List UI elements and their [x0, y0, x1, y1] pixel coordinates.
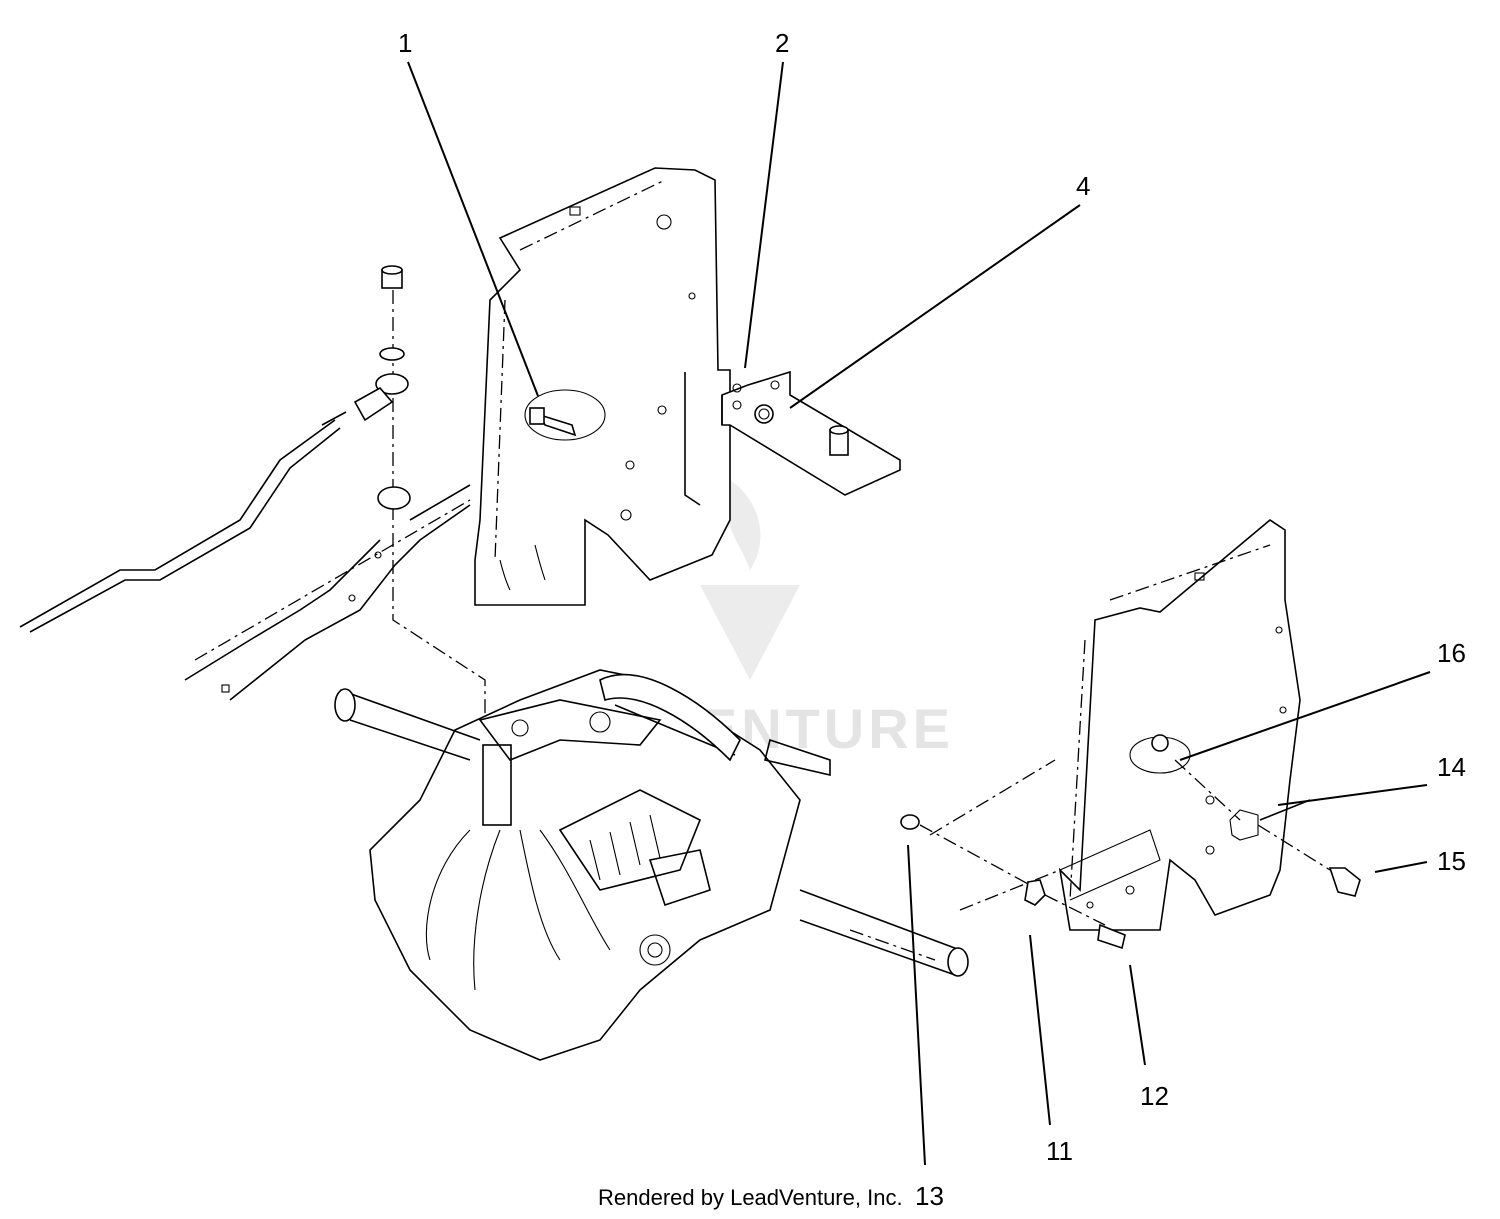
callout-14: 14 — [1437, 752, 1466, 782]
callout-15: 15 — [1437, 846, 1466, 876]
watermark-flame-icon — [727, 480, 761, 570]
callout-12: 12 — [1140, 1081, 1169, 1111]
angle-bracket — [721, 370, 901, 496]
callout-1: 1 — [398, 28, 412, 58]
callout-labels: 1 2 4 16 14 15 12 11 13 — [398, 28, 1466, 1211]
control-rod — [19, 411, 347, 633]
callout-2: 2 — [775, 28, 789, 58]
frame-rail — [184, 484, 471, 701]
callout-13: 13 — [915, 1181, 944, 1211]
callout-16: 16 — [1437, 638, 1466, 668]
watermark-logo-icon — [700, 585, 800, 680]
bolt-detail — [524, 389, 606, 441]
upper-mounting-plate — [474, 167, 731, 606]
right-hardware — [900, 759, 1361, 950]
lower-mounting-plate — [929, 519, 1301, 931]
footer-credit: Rendered by LeadVenture, Inc. — [598, 1185, 903, 1210]
transaxle — [334, 669, 969, 1061]
leader-lines — [407, 61, 1431, 1166]
callout-11: 11 — [1046, 1136, 1073, 1166]
callout-4: 4 — [1076, 171, 1090, 201]
rod-end-stack — [353, 265, 486, 720]
